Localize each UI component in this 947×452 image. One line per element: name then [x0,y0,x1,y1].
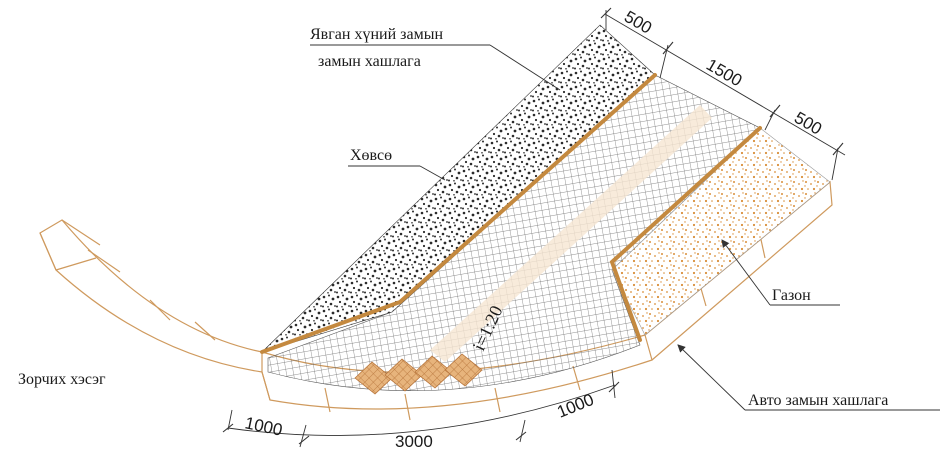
dim-top-right: 500 [791,108,825,139]
footpath-label-line2: замын хашлага [318,53,421,70]
lawn-label: Газон [772,287,811,304]
footpath-label-group: Явган хүний замын замын хашлага [310,26,561,91]
dim-bottom-right: 1000 [554,390,596,422]
road-curb-label-group: Авто замын хашлага [677,344,940,411]
carriageway-label: Зорчих хэсэг [18,371,106,388]
dim-top-middle: 1500 [703,55,745,90]
slope-label: Хөвсө [350,147,392,164]
tactile-tiles [354,353,483,395]
kerb-curve [39,180,833,421]
footpath-edge-band [260,73,657,354]
footpath-label-line1: Явган хүний замын [310,26,443,43]
paving-grid [267,74,761,392]
slope-label-group: Хөвсө [348,147,446,181]
dim-bottom-left: 1000 [243,413,284,439]
dim-top-left: 500 [621,7,655,38]
road-curb-label: Авто замын хашлага [748,392,888,409]
ramp-stripe [430,105,712,362]
lawn-label-group: Газон [721,239,840,306]
dim-bottom-middle: 3000 [395,432,433,451]
top-dimension-chain [600,7,846,181]
lawn-edge-band [609,126,762,342]
bottom-dimension-chain [222,369,620,448]
